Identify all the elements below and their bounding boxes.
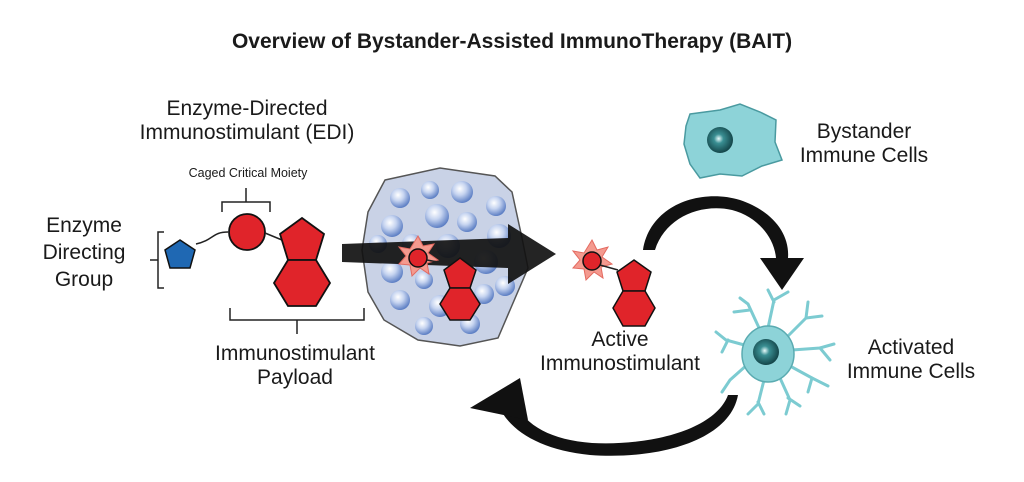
active-immunostimulant-molecule — [571, 238, 656, 327]
cleaved-molecule-in-tumor — [397, 234, 481, 321]
immunostimulant-payload-label: Immunostimulant Payload — [215, 342, 375, 390]
payload-bracket — [229, 308, 365, 334]
activated-cell-dendrites — [714, 288, 836, 416]
enzyme-group-bracket — [150, 231, 164, 289]
bystander-cell-body — [683, 103, 783, 179]
bystander-nucleus — [707, 127, 733, 153]
caged-moiety-label: Caged Critical Moiety — [188, 166, 308, 180]
cycle-arrow-bottom — [470, 378, 738, 456]
bystander-immune-cells-label: Bystander Immune Cells — [799, 120, 929, 168]
caged-moiety-bracket — [221, 188, 271, 212]
edi-label: Enzyme-Directed Immunostimulant (EDI) — [139, 97, 355, 145]
activated-nucleus — [753, 339, 779, 365]
entry-arrow — [342, 224, 556, 284]
activated-immune-cells-label: Activated Immune Cells — [846, 336, 976, 384]
linker-bond — [195, 231, 229, 245]
active-payload-hexagon — [612, 290, 656, 327]
active-moiety-circle — [582, 251, 602, 271]
payload-hexagon-upper — [272, 259, 332, 307]
payload-pentagon — [278, 216, 326, 261]
active-immunostimulant-label: Active Immunostimulant — [540, 328, 700, 376]
payload-bond — [264, 232, 283, 241]
enzyme-directing-group-pentagon — [164, 239, 196, 269]
bystander-cell — [683, 103, 783, 179]
cycle-arrow-top — [643, 196, 804, 290]
payload-hexagon — [439, 287, 481, 321]
edi-molecule — [164, 213, 332, 307]
active-payload-pentagon — [616, 259, 652, 292]
moiety-circle — [408, 248, 428, 268]
enzyme-directing-group-label: Enzyme Directing Group — [42, 214, 126, 291]
caged-moiety-circle — [228, 213, 266, 251]
activated-cell — [714, 288, 836, 416]
diagram-title: Overview of Bystander-Assisted ImmunoThe… — [231, 30, 793, 53]
